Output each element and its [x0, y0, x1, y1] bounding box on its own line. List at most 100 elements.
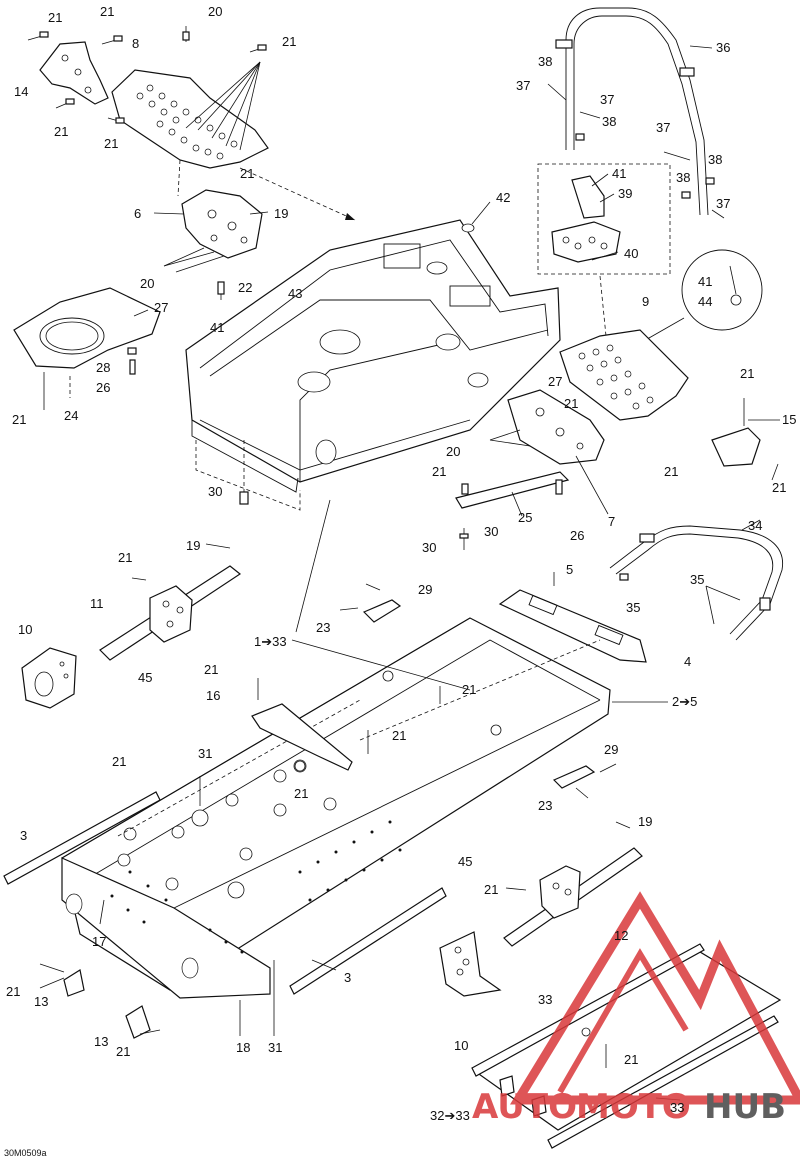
callout-26: 26	[96, 380, 110, 395]
callout-21: 21	[12, 412, 26, 427]
callout-19: 19	[274, 206, 288, 221]
callout-30: 30	[208, 484, 222, 499]
callout-45: 45	[138, 670, 152, 685]
callout-3: 3	[20, 828, 27, 843]
callout-13: 13	[94, 1034, 108, 1049]
callout-44: 44	[698, 294, 712, 309]
callout-30: 30	[422, 540, 436, 555]
callout-42: 42	[496, 190, 510, 205]
callout-33: 33	[670, 1100, 684, 1115]
callout-31: 31	[268, 1040, 282, 1055]
callout-29: 29	[604, 742, 618, 757]
callout-37: 37	[516, 78, 530, 93]
part-10-block-right	[439, 931, 502, 997]
part-34-hoop	[609, 519, 784, 641]
callout-1-to-33: 1➔33	[254, 634, 287, 649]
callout-21: 21	[48, 10, 62, 25]
callout-35: 35	[690, 572, 704, 587]
callout-21: 21	[100, 4, 114, 19]
callout-38: 38	[708, 152, 722, 167]
rods-3-18	[3, 776, 447, 1036]
callout-11: 11	[90, 596, 104, 611]
callout-18: 18	[236, 1040, 250, 1055]
callout-21: 21	[664, 464, 678, 479]
part-24-foot-pan	[13, 287, 161, 410]
callout-3: 3	[344, 970, 351, 985]
fasteners-top-left	[27, 26, 356, 221]
callout-27: 27	[548, 374, 562, 389]
callout-38: 38	[676, 170, 690, 185]
callout-21: 21	[484, 882, 498, 897]
part-9-footrest-plate	[559, 329, 689, 421]
part-11-runner	[99, 543, 242, 661]
callout-41: 41	[612, 166, 626, 181]
part-4-plate	[498, 572, 647, 663]
callout-21: 21	[294, 786, 308, 801]
part-7-bracket	[489, 389, 609, 515]
callout-40: 40	[624, 246, 638, 261]
parts-13-brackets	[39, 963, 161, 1039]
callout-35: 35	[626, 600, 640, 615]
callout-7: 7	[608, 514, 615, 529]
callout-13: 13	[34, 994, 48, 1009]
callout-17: 17	[92, 934, 106, 949]
watermark-word-hub: HUB	[704, 1087, 786, 1127]
callout-22: 22	[238, 280, 252, 295]
callout-34: 34	[748, 518, 762, 533]
callout-28: 28	[96, 360, 110, 375]
callout-9: 9	[642, 294, 649, 309]
diagram-code: 30M0509a	[4, 1148, 47, 1158]
callout-20: 20	[446, 444, 460, 459]
part-36-hoop	[547, 7, 725, 219]
callout-6: 6	[134, 206, 141, 221]
callout-41: 41	[210, 320, 224, 335]
callout-23: 23	[316, 620, 330, 635]
callout-5: 5	[566, 562, 573, 577]
callout-14: 14	[14, 84, 28, 99]
callout-39: 39	[618, 186, 632, 201]
callout-21: 21	[624, 1052, 638, 1067]
callout-19: 19	[638, 814, 652, 829]
callout-21: 21	[104, 136, 118, 151]
callout-21: 21	[462, 682, 476, 697]
callout-12: 12	[614, 928, 628, 943]
callout-21: 21	[204, 662, 218, 677]
callout-15: 15	[782, 412, 796, 427]
detail-circle-41-44	[627, 249, 763, 351]
part-15-bracket	[711, 398, 780, 481]
callout-41: 41	[698, 274, 712, 289]
callout-21: 21	[6, 984, 20, 999]
automotohub-watermark: AUTO MOTO HUB	[472, 891, 800, 1127]
part-25-strip	[455, 471, 570, 550]
callout-26: 26	[570, 528, 584, 543]
callout-10: 10	[18, 622, 32, 637]
callout-37: 37	[656, 120, 670, 135]
callout-21: 21	[564, 396, 578, 411]
part-10-block-left	[21, 647, 77, 709]
callout-20: 20	[140, 276, 154, 291]
watermark-word-moto: MOTO	[576, 1087, 691, 1127]
callout-43: 43	[288, 286, 302, 301]
part-14-bracket	[39, 41, 109, 105]
callout-23: 23	[538, 798, 552, 813]
callout-19: 19	[186, 538, 200, 553]
callout-2-to-5: 2➔5	[672, 694, 697, 709]
callout-38: 38	[538, 54, 552, 69]
callout-38: 38	[602, 114, 616, 129]
callout-8: 8	[132, 36, 139, 51]
callout-21: 21	[116, 1044, 130, 1059]
part-16-bracket	[251, 678, 441, 771]
callout-31: 31	[198, 746, 212, 761]
callout-21: 21	[54, 124, 68, 139]
lower-tunnel-frame	[61, 617, 668, 999]
callout-37: 37	[716, 196, 730, 211]
callout-45: 45	[458, 854, 472, 869]
callout-21: 21	[432, 464, 446, 479]
callout-37: 37	[600, 92, 614, 107]
callout-27: 27	[154, 300, 168, 315]
callout-25: 25	[518, 510, 532, 525]
part-29-clip	[339, 583, 402, 623]
part-6-bracket	[153, 189, 269, 273]
callout-21: 21	[118, 550, 132, 565]
